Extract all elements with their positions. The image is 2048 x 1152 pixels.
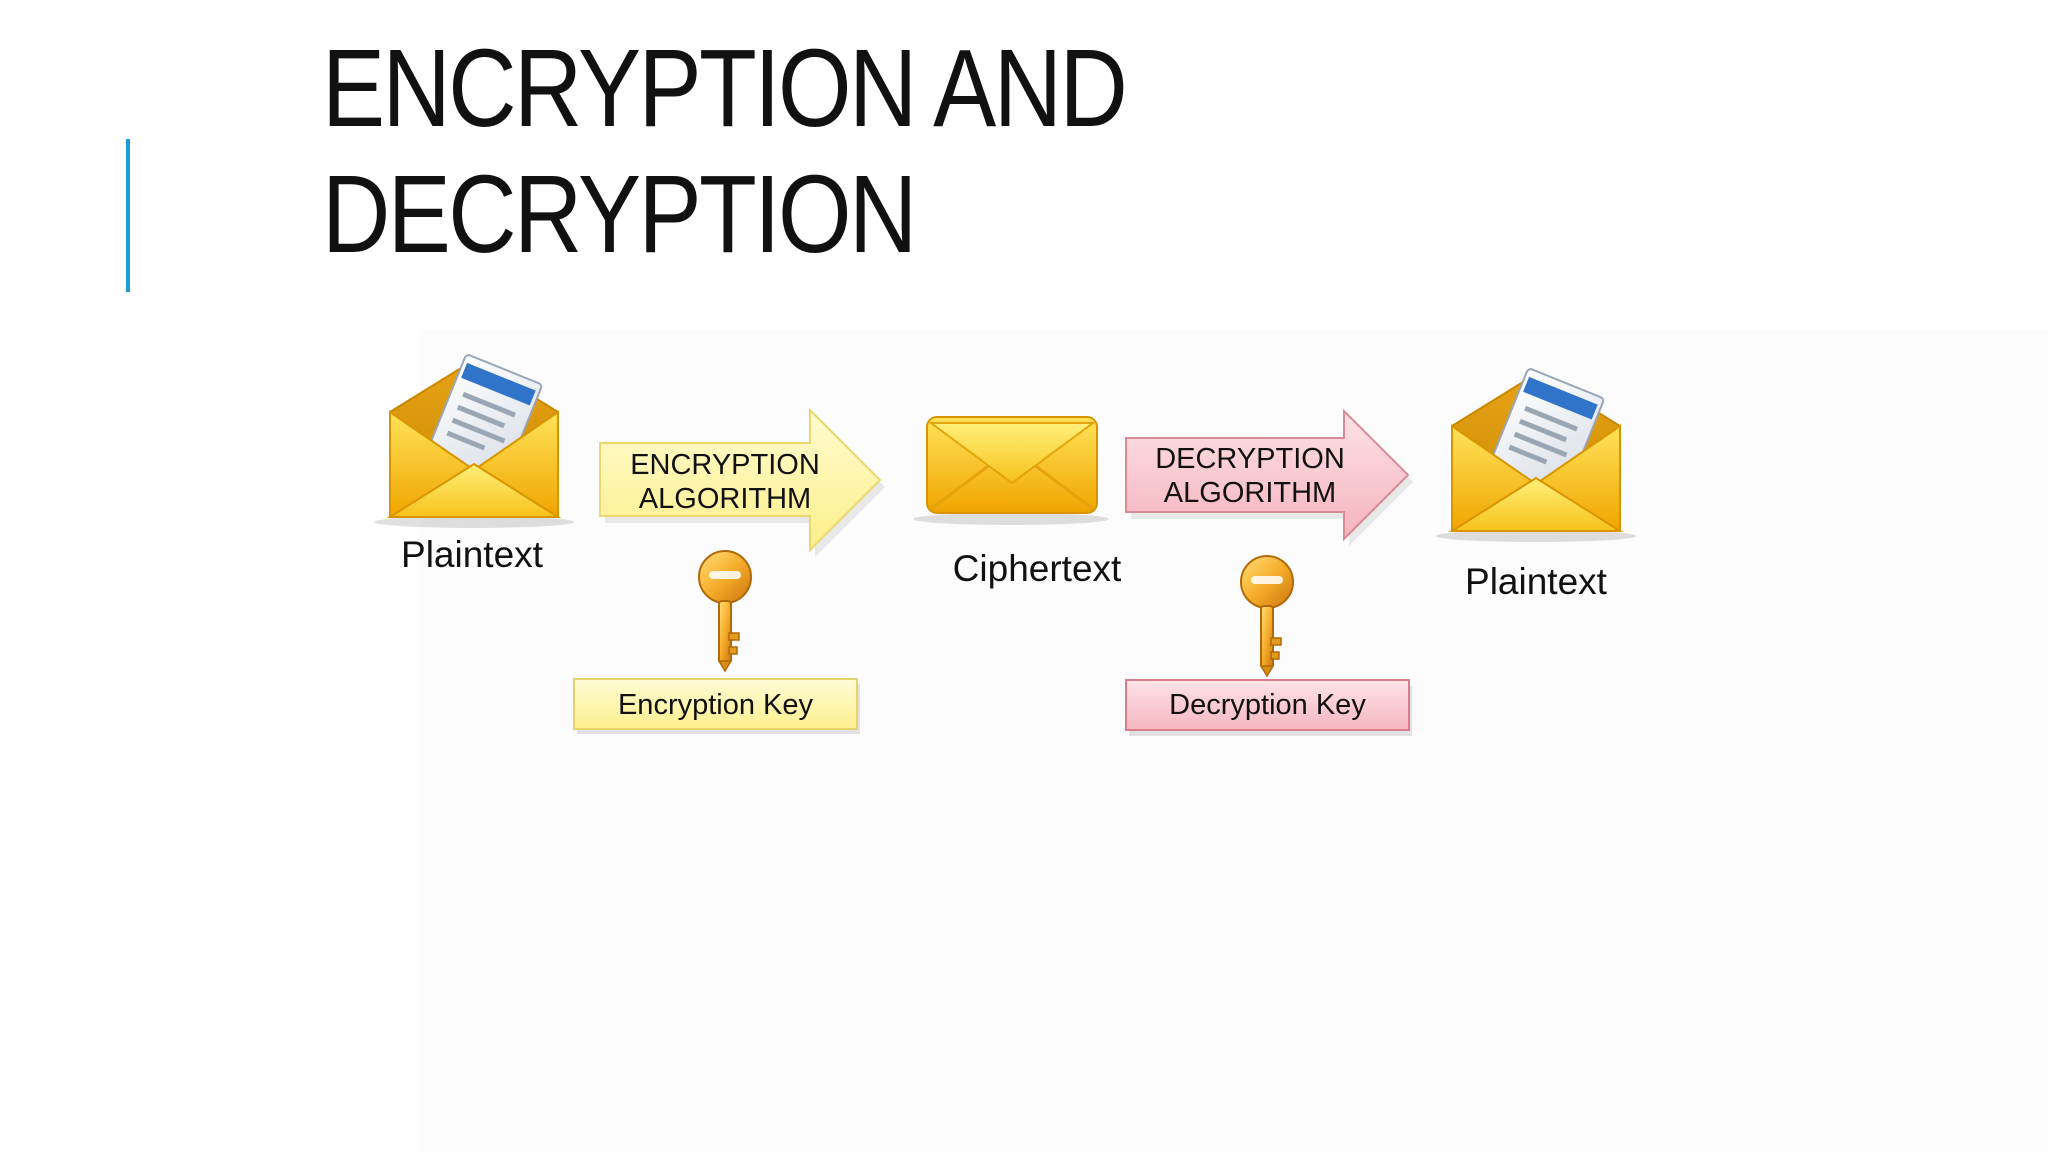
title-line-2: DECRYPTION <box>322 153 917 276</box>
open-envelope-with-letter-icon <box>1436 368 1636 542</box>
decryption-key-icon <box>1240 555 1294 678</box>
title-line-1: ENCRYPTION AND <box>322 27 1128 150</box>
plaintext-input-label: Plaintext <box>401 534 543 575</box>
encryption-key-box <box>573 678 860 734</box>
encryption-algorithm-arrow <box>599 407 885 557</box>
sealed-envelope-icon <box>913 416 1109 525</box>
plaintext-output-label: Plaintext <box>1465 561 1607 602</box>
decryption-key-label: Decryption Key <box>1169 689 1366 721</box>
slide-title: ENCRYPTION AND DECRYPTION <box>322 26 1128 278</box>
decryption-algorithm-arrow <box>1125 408 1413 546</box>
decryption-algorithm-label: DECRYPTION ALGORITHM <box>1155 443 1345 509</box>
open-envelope-with-letter-icon <box>374 354 574 528</box>
ciphertext-label: Ciphertext <box>952 548 1122 589</box>
decryption-key-box <box>1125 679 1412 736</box>
encryption-key-icon <box>698 550 752 673</box>
encryption-key-label: Encryption Key <box>617 689 814 721</box>
encryption-algorithm-label: ENCRYPTION ALGORITHM <box>630 449 820 515</box>
title-accent-bar <box>126 139 130 292</box>
